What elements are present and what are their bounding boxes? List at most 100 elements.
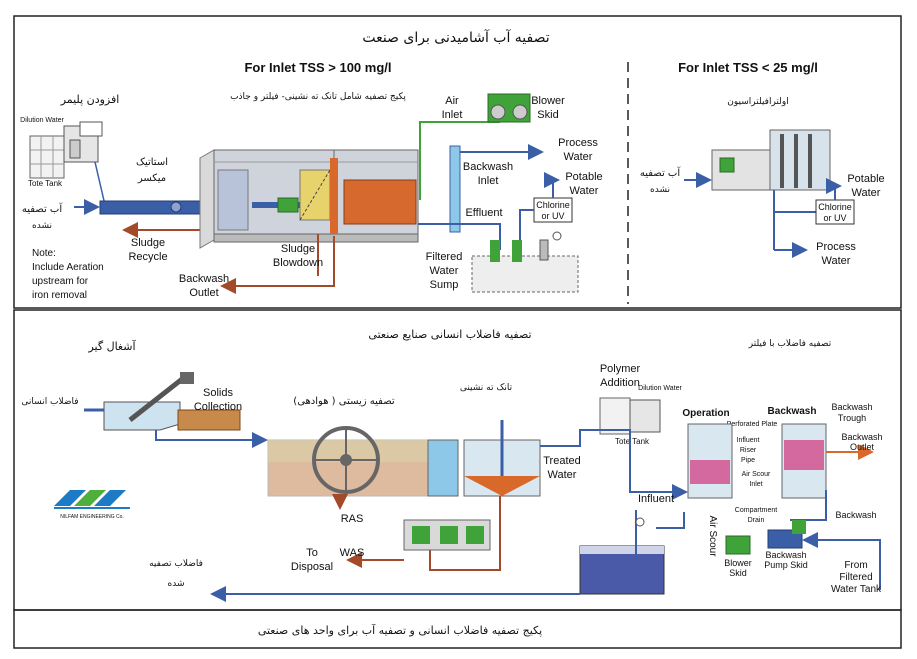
filter-backwash-vessel: [781, 423, 827, 499]
clarifier-tank: [463, 420, 541, 497]
ras-label: RAS: [341, 513, 364, 525]
chlorine-label-2: or UV: [541, 211, 564, 221]
process-water-label: Process: [558, 137, 598, 149]
right-heading: For Inlet TSS < 25 mg/l: [678, 60, 818, 75]
treated-water-tank: [579, 510, 665, 595]
uf-process-label-2: Water: [822, 255, 851, 267]
backwash-title-label: Backwash: [768, 406, 817, 417]
filtered-water-sump: [471, 231, 579, 293]
uf-raw-water-label: آب تصفیه: [640, 166, 681, 179]
sludge-recycle-label-2: Recycle: [128, 251, 167, 263]
air-inlet-label: Air: [445, 95, 459, 107]
backwash-column: [449, 145, 461, 233]
blower-skid: [487, 93, 531, 123]
treated-effluent-label-2: شده: [168, 579, 185, 589]
operation-label: Operation: [682, 408, 729, 419]
from-filtered-label-3: Water Tank: [831, 584, 882, 595]
backwash-pump-skid: [767, 520, 806, 549]
tote-tank-label-2: Tote Tank: [615, 437, 650, 446]
note-line-3: upstream for: [32, 276, 89, 287]
filter-label: تصفیه فاضلاب با فیلتر: [748, 339, 832, 349]
polymer-label: افزودن پلیمر: [60, 93, 120, 106]
potable-water-label: Potable: [565, 171, 602, 183]
influent-line: [600, 429, 688, 500]
company-logo: NILFAM ENGINEERING Co.: [54, 490, 130, 520]
chlorine-label: Chlorine: [536, 200, 570, 210]
process-water-label-2: Water: [564, 151, 593, 163]
uf-label: اولترافیلتراسیون: [727, 97, 788, 107]
uf-chlorine-box: [815, 199, 855, 225]
backwash-outlet-line: [220, 236, 335, 294]
uf-skid: [711, 129, 831, 191]
air-scour-label: Air Scour: [707, 515, 718, 557]
treated-water-label-2: Water: [548, 469, 577, 481]
backwash-outlet-label-2: Outlet: [189, 287, 218, 299]
uf-potable-label-2: Water: [852, 187, 881, 199]
blower-skid-label: Blower: [531, 95, 565, 107]
air-inlet-line: [419, 121, 500, 200]
air-scour-inlet-label-2: Inlet: [749, 481, 762, 488]
uf-process-label: Process: [816, 241, 856, 253]
to-disposal-label-2: Disposal: [291, 561, 333, 573]
uf-raw-water-label-2: نشده: [650, 185, 670, 195]
treated-water-label: Treated: [543, 455, 581, 467]
bio-label: تصفیه زیستی ( هوادهی): [293, 396, 395, 407]
bw-pump-label-2: Pump Skid: [764, 560, 808, 570]
backwash-trough-label-2: Trough: [838, 413, 866, 423]
filtered-sump-label-2: Water: [430, 265, 459, 277]
static-mixer-label-2: میکسر: [137, 173, 166, 184]
note-line-4: iron removal: [32, 290, 87, 301]
influent-label: Influent: [638, 493, 674, 505]
uf-chlorine-label-2: or UV: [823, 213, 846, 223]
raw-water-label-2: نشده: [32, 221, 52, 231]
bio-reactor: [267, 426, 459, 497]
top-frame: [13, 15, 902, 309]
was-label: WAS: [340, 547, 365, 559]
effluent-label: Effluent: [465, 207, 502, 219]
note-line-1: Note:: [32, 248, 56, 259]
from-filtered-label-2: Filtered: [839, 572, 872, 583]
filtered-sump-label-3: Sump: [430, 279, 459, 291]
clarifier-filter-package: [199, 149, 419, 249]
static-mixer-label: استاتیک: [136, 157, 168, 168]
influent-riser-label-3: Pipe: [741, 457, 755, 464]
tote-tank: [29, 121, 103, 179]
bw-pump-label: Backwash: [765, 550, 806, 560]
solids-label: Solids: [203, 387, 233, 399]
potable-water-label-2: Water: [570, 185, 599, 197]
sludge-blowdown-label: Sludge: [281, 243, 315, 255]
dilution-water-label-1: Dilution Water: [20, 117, 64, 124]
perforated-plate-label: Perforated Plate: [727, 421, 778, 428]
logo-text: NILFAM ENGINEERING Co.: [60, 514, 124, 520]
dilution-water-label-2: Dilution Water: [638, 385, 682, 392]
compartment-drain-label: Compartment: [735, 507, 777, 514]
filtered-sump-label: Filtered: [426, 251, 463, 263]
uf-chlorine-label: Chlorine: [818, 202, 852, 212]
screen-label: آشغال گیر: [87, 339, 136, 353]
from-filtered-line: [802, 532, 881, 590]
filter-operation-vessel: [687, 423, 733, 499]
footer-caption: پکیج تصفیه فاضلاب انسانی و تصفیه آب برای…: [258, 623, 542, 637]
backwash-flow-label: Backwash: [835, 510, 876, 520]
clarifier-label: تانک ته نشینی: [460, 383, 513, 393]
package-label: پکیج تصفیه شامل تانک ته نشینی- فیلتر و ج…: [230, 92, 406, 102]
polymer-addition-label: Polymer: [600, 363, 641, 375]
raw-water-label: آب تصفیه: [22, 202, 63, 215]
polymer-addition-label-2: Addition: [600, 377, 640, 389]
polymer-tote: [599, 397, 661, 435]
tote-tank-label-1: Tote Tank: [28, 179, 63, 188]
ras-pump-skid: [403, 519, 491, 551]
influent-riser-label-2: Riser: [740, 447, 757, 454]
bar-screen: [103, 372, 241, 431]
air-scour-inlet-label: Air Scour: [742, 471, 771, 478]
backwash-outlet-label: Backwash: [179, 273, 229, 285]
backwash-inlet-label: Backwash: [463, 161, 513, 173]
top-title: تصفیه آب آشامیدنی برای صنعت: [362, 29, 549, 46]
backwash-trough-label: Backwash: [831, 402, 872, 412]
solids-label-2: Collection: [194, 401, 242, 413]
treated-effluent-label: فاضلاب تصفیه: [149, 559, 203, 569]
filter-blower-skid: [725, 535, 751, 555]
wastewater-label: فاضلاب انسانی: [21, 397, 78, 407]
sludge-recycle-label: Sludge: [131, 237, 165, 249]
